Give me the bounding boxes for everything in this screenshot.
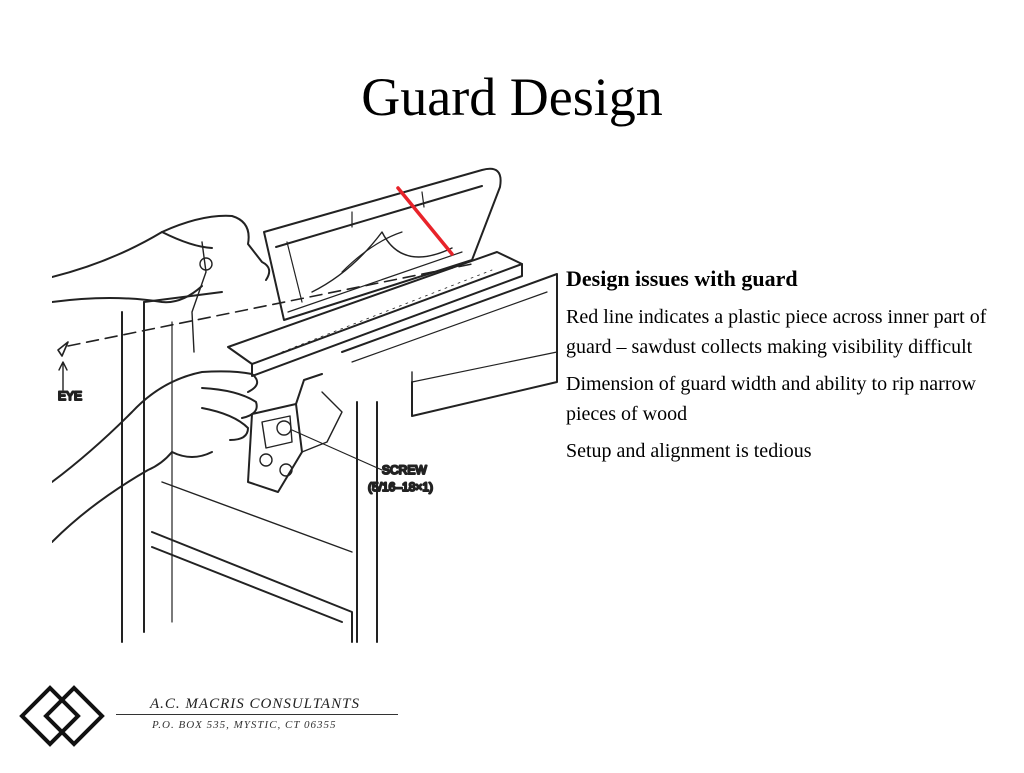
company-logo [14,672,110,768]
company-name: A.C. MACRIS CONSULTANTS [150,696,360,712]
red-highlight-line [396,186,454,256]
guard-bracket [247,373,343,493]
blade-guard [263,167,502,321]
screw-leader-line [291,429,383,471]
screw-size-label: (5/16–18×1) [368,480,433,494]
upper-hand [52,214,271,353]
saw-cabinet [121,291,413,643]
panel-heading: Design issues with guard [566,266,798,291]
screw-label: SCREW [382,463,427,477]
rip-fence [227,251,558,417]
issue-guard-width: Dimension of guard width and ability to … [566,373,976,425]
issue-setup: Setup and alignment is tedious [566,440,812,462]
eye-label: EYE [58,389,82,403]
lower-hand [52,370,259,543]
issue-visibility: Red line indicates a plastic piece acros… [566,306,987,358]
eye-marker [57,341,69,391]
table-saw-guard-illustration: EYE SCREW (5/16–18×1) [52,152,564,646]
footer-divider [116,714,398,715]
slide-title: Guard Design [361,67,663,127]
company-address: P.O. BOX 535, MYSTIC, CT 06355 [152,719,337,731]
sight-line [67,263,473,347]
design-issues-panel: Design issues with guard Red line indica… [566,264,1016,473]
